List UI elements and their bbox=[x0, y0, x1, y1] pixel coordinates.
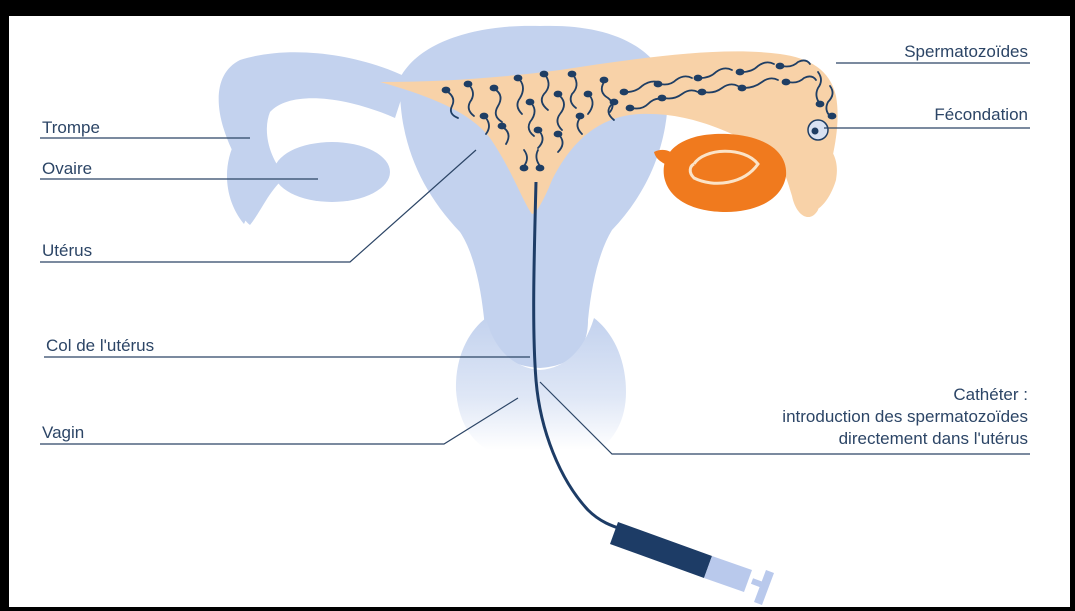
label-catheter-line2: introduction des spermatozoïdes bbox=[782, 407, 1028, 427]
label-spermatozoides: Spermatozoïdes bbox=[904, 42, 1028, 62]
syringe bbox=[610, 522, 774, 605]
label-vagin: Vagin bbox=[42, 423, 84, 443]
label-trompe: Trompe bbox=[42, 118, 100, 138]
label-fecondation: Fécondation bbox=[934, 105, 1028, 125]
fertilized-egg-nucleus bbox=[812, 128, 819, 135]
left-ovary bbox=[274, 142, 390, 202]
label-uterus: Utérus bbox=[42, 241, 92, 261]
label-col-uterus: Col de l'utérus bbox=[46, 336, 154, 356]
right-ovary bbox=[664, 134, 786, 212]
label-catheter-title: Cathéter : bbox=[953, 385, 1028, 405]
label-ovaire: Ovaire bbox=[42, 159, 92, 179]
label-catheter-line3: directement dans l'utérus bbox=[839, 429, 1028, 449]
